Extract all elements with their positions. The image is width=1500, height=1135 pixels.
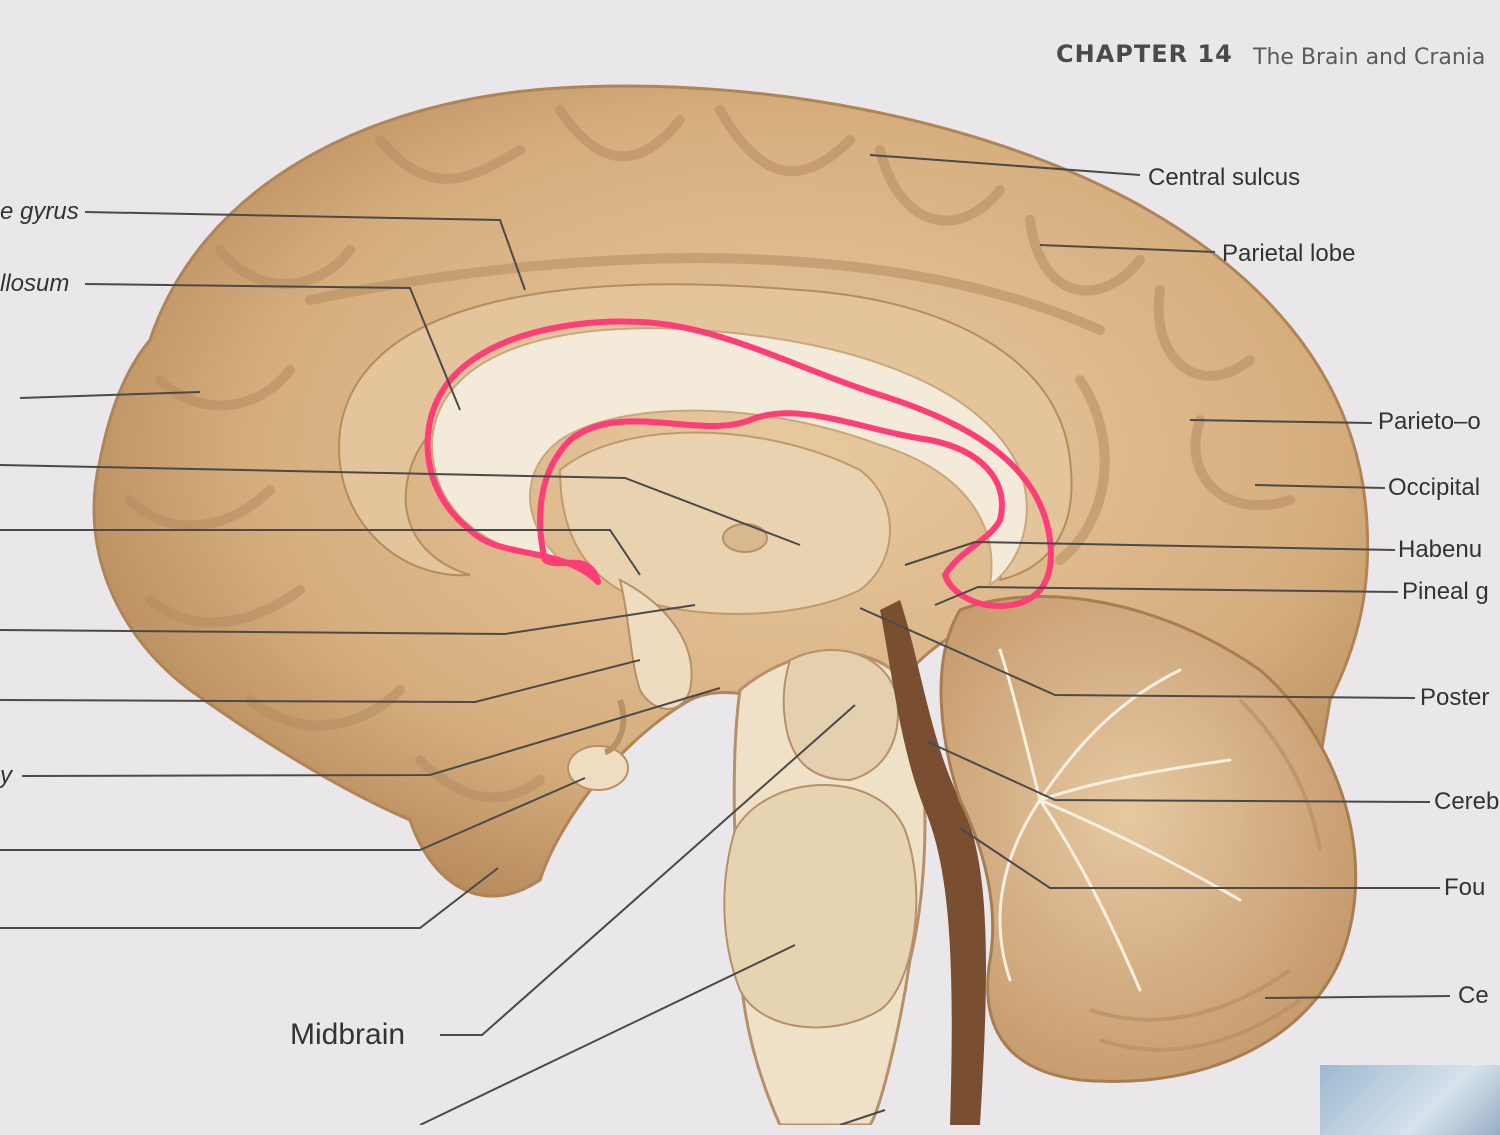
midbrain	[782, 649, 899, 782]
adjacent-photo-fragment	[1320, 1065, 1500, 1135]
thalamus	[558, 431, 891, 615]
intermediate-mass	[722, 523, 768, 553]
label-pineal-gland: Pineal g	[1402, 578, 1489, 605]
label-parietal-lobe: Parietal lobe	[1222, 240, 1356, 267]
gyri	[125, 105, 1295, 803]
cerebellum	[939, 595, 1358, 1083]
hypothalamus	[618, 578, 693, 710]
cerebellar-folia	[1089, 698, 1322, 1052]
label-parieto-occipital-sulcus: Parieto–o	[1378, 408, 1481, 435]
label-mammillary-body: y	[0, 762, 12, 789]
pituitary-gland	[567, 745, 629, 791]
label-occipital-lobe: Occipital	[1388, 474, 1481, 501]
chapter-title: The Brain and Crania	[1253, 45, 1486, 70]
label-habenular-nuclei: Habenu	[1398, 536, 1483, 563]
label-midbrain: Midbrain	[290, 1018, 406, 1051]
cerebral-aqueduct	[880, 600, 986, 1125]
label-cingulate-gyrus: e gyrus	[0, 198, 79, 225]
pons	[723, 784, 918, 1029]
label-posterior-commissure: Poster	[1420, 684, 1490, 711]
pink-highlight-annotation	[424, 318, 1054, 609]
leader-lines	[0, 154, 1451, 1125]
label-corpus-callosum: llosum	[0, 270, 70, 297]
label-central-sulcus: Central sulcus	[1148, 164, 1301, 191]
arbor-vitae	[998, 648, 1242, 992]
label-cerebral-aqueduct: Cereb	[1434, 788, 1500, 815]
label-fourth-ventricle: Fou	[1444, 874, 1486, 901]
label-cerebellum: Ce	[1458, 982, 1489, 1009]
chapter-number: CHAPTER 14	[1056, 40, 1233, 68]
